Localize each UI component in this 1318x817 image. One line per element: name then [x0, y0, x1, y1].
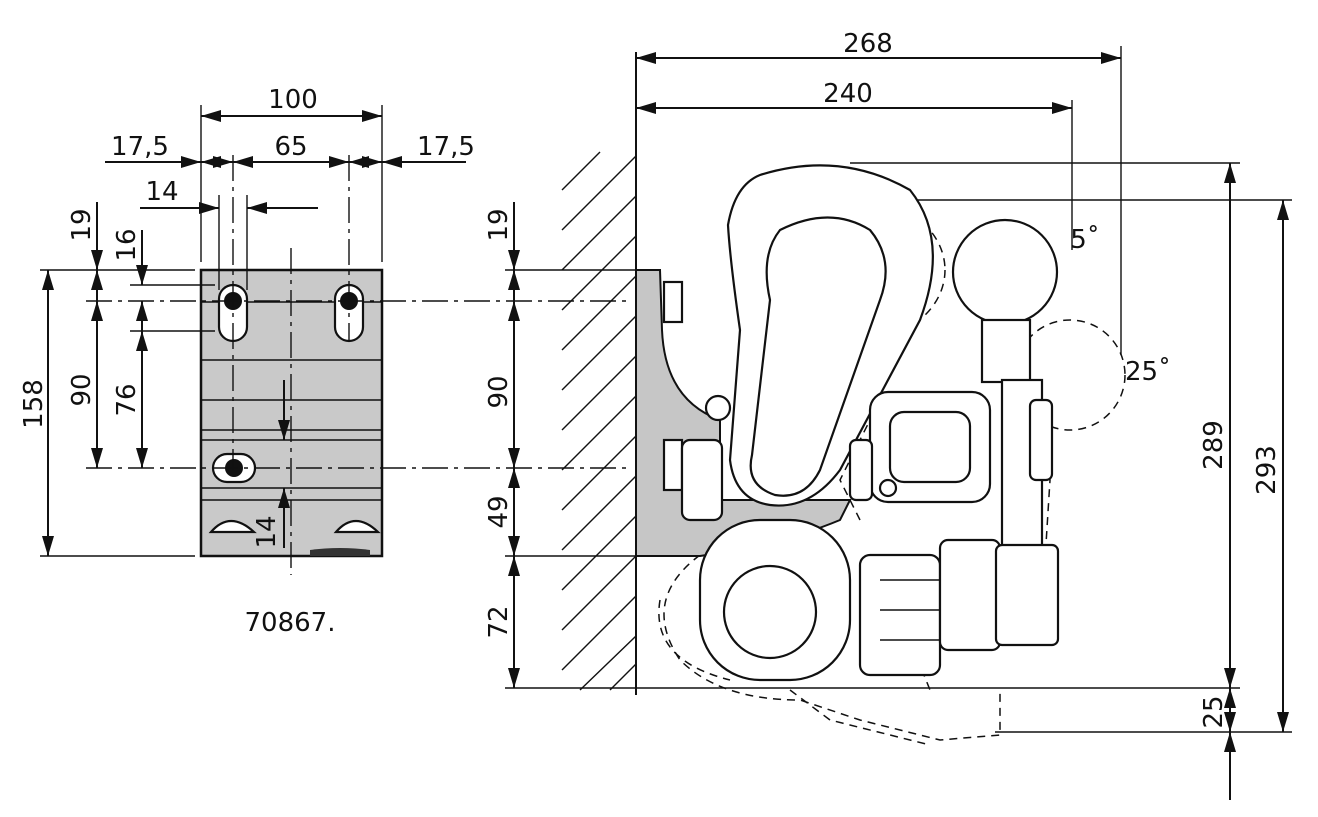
dim-side-hole-vertical: 90 — [484, 375, 514, 408]
hinge-block — [680, 438, 724, 522]
dim-hole-spacing: 65 — [274, 132, 307, 162]
dim-width-max: 268 — [843, 29, 893, 59]
front-view: 100 17,5 65 17,5 14 19 16 158 90 — [19, 85, 630, 638]
roller-top — [951, 218, 1059, 326]
dim-height-289: 289 — [1199, 420, 1229, 470]
cutout-left — [208, 519, 257, 534]
part-number: 70867. — [245, 608, 336, 638]
side-view: 268 240 19 90 49 72 289 293 25 5˚ 25˚ — [484, 29, 1292, 800]
dim-side-lower-72: 72 — [484, 605, 514, 638]
dim-edge-left: 17,5 — [111, 132, 169, 162]
cutout-right — [333, 519, 381, 534]
lower-block — [858, 553, 942, 677]
angle-5-label: 5˚ — [1070, 225, 1100, 255]
roller-bottom — [722, 564, 818, 660]
dim-hole-vertical: 90 — [67, 373, 97, 406]
dim-side-top-offset: 19 — [484, 208, 514, 241]
bolt-top — [662, 280, 684, 324]
dim-edge-right: 17,5 — [417, 132, 475, 162]
dim-top-offset: 19 — [67, 208, 97, 241]
dim-height-293: 293 — [1252, 445, 1282, 495]
dim-slot-width: 14 — [145, 177, 178, 207]
lever-handle — [749, 216, 887, 497]
dim-side-lower-49: 49 — [484, 495, 514, 528]
dim-height-total: 158 — [19, 379, 49, 429]
dim-slot-bottom: 14 — [252, 515, 282, 548]
dim-width-total: 100 — [268, 85, 318, 115]
dim-slot-vertical: 76 — [112, 383, 142, 416]
bolt-lower — [662, 438, 684, 492]
dim-width-arm: 240 — [823, 79, 873, 109]
angle-25-label: 25˚ — [1125, 357, 1171, 387]
wall-hatching — [561, 151, 637, 691]
foot-pad — [994, 543, 1060, 647]
dim-slot-offset: 16 — [112, 228, 142, 261]
roller-arm — [980, 318, 1032, 384]
dim-bottom-25: 25 — [1199, 695, 1229, 728]
